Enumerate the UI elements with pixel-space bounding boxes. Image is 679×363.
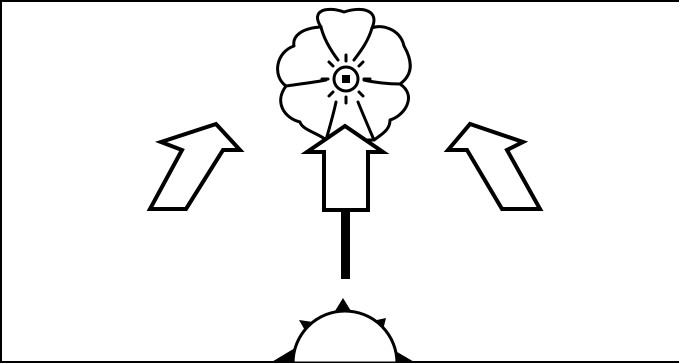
- sun-disc: [293, 311, 397, 363]
- arrow-up-right-icon: [448, 124, 540, 209]
- center-arrow-shaft: [341, 210, 350, 279]
- flower-icon: [278, 9, 411, 140]
- arrow-up-left-icon: [150, 124, 240, 209]
- flower-center-dot: [342, 75, 350, 83]
- sun-icon: [270, 298, 416, 363]
